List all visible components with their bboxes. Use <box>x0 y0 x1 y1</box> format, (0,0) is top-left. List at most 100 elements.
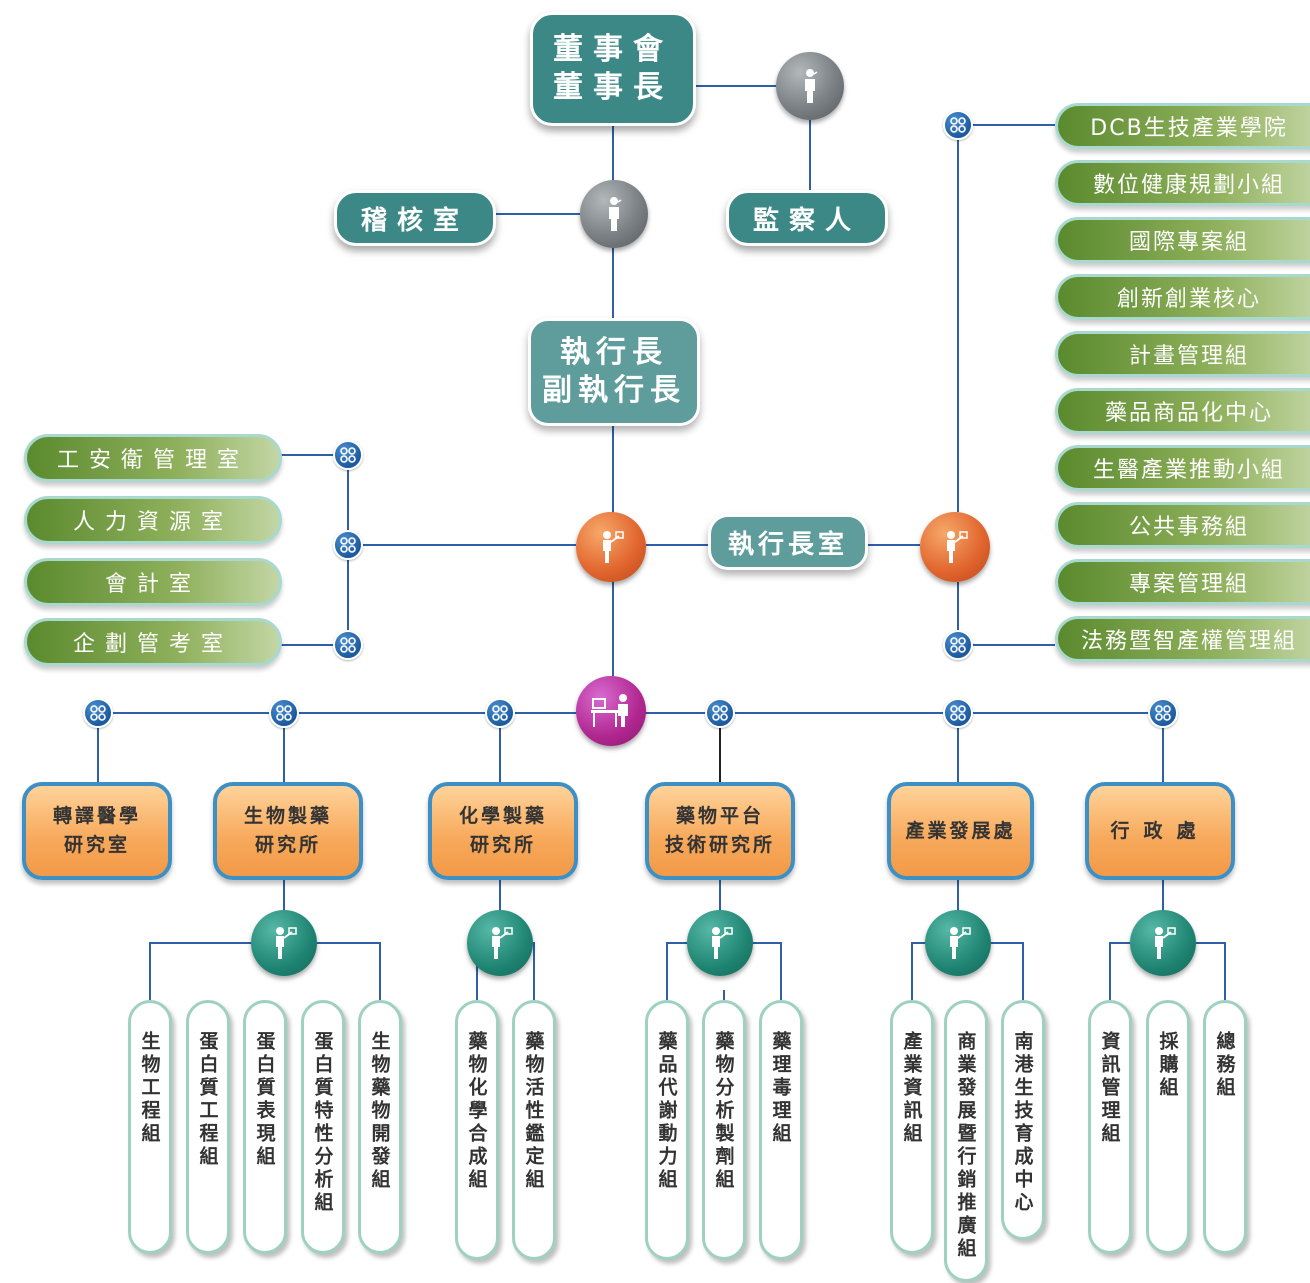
department-label: 研究所 <box>254 834 321 856</box>
department-box: 藥物平台技術研究所 <box>645 782 795 880</box>
group-label: 商業發展暨行銷推廣組 <box>954 1031 977 1261</box>
presenter-icon <box>950 927 971 959</box>
left-unit-box: 工安衛管理室 <box>24 434 282 482</box>
department-label: 化學製藥 <box>458 805 547 827</box>
presenter-icon <box>947 531 968 563</box>
group-label: 蛋白質表現組 <box>253 1031 276 1169</box>
right-unit-label: 生醫產業推動小組 <box>1092 458 1285 483</box>
group-lead-person-icon <box>687 910 753 976</box>
right-unit-box: 藥品商品化中心 <box>1055 388 1310 434</box>
group-label: 資訊管理組 <box>1098 1031 1121 1146</box>
group-label: 生物工程組 <box>138 1031 161 1146</box>
right-unit-label: 數位健康規劃小組 <box>1092 173 1285 198</box>
office-presenter-icon <box>920 512 990 582</box>
connector-line <box>317 942 381 1000</box>
right-unit-label: 公共事務組 <box>1128 515 1249 540</box>
group-label: 採購組 <box>1156 1031 1179 1100</box>
department-label: 研究室 <box>63 834 130 856</box>
group-pill: 蛋白質工程組 <box>186 1000 230 1254</box>
right-unit-label: 計畫管理組 <box>1128 344 1249 369</box>
group-lead-person-icon <box>251 910 317 976</box>
presenter-icon <box>712 927 733 959</box>
board-box: 董事會董事長 <box>530 12 696 126</box>
department-label: 技術研究所 <box>664 834 775 856</box>
group-pill: 藥品代謝動力組 <box>645 1000 689 1260</box>
group-pill: 資訊管理組 <box>1088 1000 1132 1254</box>
left-unit-label: 人力資源室 <box>72 510 233 535</box>
admin-presenter-icon <box>576 512 646 582</box>
connector-line <box>666 942 687 1000</box>
group-pill: 總務組 <box>1203 1000 1247 1254</box>
connector-line <box>753 942 782 1000</box>
group-pill: 藥理毒理組 <box>759 1000 803 1260</box>
group-pill: 採購組 <box>1146 1000 1190 1254</box>
group-pill: 藥物活性鑑定組 <box>512 1000 556 1260</box>
right-unit-label: 創新創業核心 <box>1116 287 1261 312</box>
department-label: 產業發展處 <box>905 819 1016 842</box>
person-icon <box>609 197 622 231</box>
left-unit-box: 企劃管考室 <box>24 618 282 666</box>
department-box: 化學製藥研究所 <box>428 782 578 880</box>
right-unit-box: DCB生技產業學院 <box>1055 103 1310 149</box>
person-icon <box>805 69 818 103</box>
left-unit-label: 企劃管考室 <box>72 632 233 657</box>
department-box: 生物製藥研究所 <box>213 782 363 880</box>
right-unit-box: 專案管理組 <box>1055 559 1310 605</box>
department-label: 藥物平台 <box>675 805 764 827</box>
group-pill: 商業發展暨行銷推廣組 <box>944 1000 988 1282</box>
group-pill: 蛋白質特性分析組 <box>301 1000 345 1254</box>
left-unit-label: 會計室 <box>104 572 201 597</box>
supervisor-box: 監察人 <box>726 190 888 246</box>
group-lead-person-icon <box>1130 910 1196 976</box>
desk-worker-icon <box>576 676 646 746</box>
group-pill: 南港生技育成中心 <box>1001 1000 1045 1240</box>
left-unit-box: 會計室 <box>24 558 282 606</box>
presenter-icon <box>276 927 297 959</box>
unit-node-icon <box>269 698 299 728</box>
group-lead-person-icon <box>467 910 533 976</box>
department-label: 轉譯醫學 <box>52 805 141 827</box>
department-box: 產業發展處 <box>887 782 1034 880</box>
unit-node-icon <box>333 530 363 560</box>
department-box: 轉譯醫學研究室 <box>22 782 172 880</box>
group-label: 藥物活性鑑定組 <box>522 1031 545 1192</box>
unit-node-icon <box>1148 698 1178 728</box>
unit-node-icon <box>943 698 973 728</box>
group-lead-person-icon <box>925 910 991 976</box>
unit-node-icon <box>943 630 973 660</box>
right-unit-box: 公共事務組 <box>1055 502 1310 548</box>
department-label: 研究所 <box>469 834 536 856</box>
right-unit-box: 創新創業核心 <box>1055 274 1310 320</box>
group-pill: 生物藥物開發組 <box>358 1000 402 1254</box>
desk-icon <box>591 694 628 727</box>
right-unit-box: 國際專案組 <box>1055 217 1310 263</box>
connector-line <box>991 942 1024 1000</box>
presenter-icon <box>1155 927 1176 959</box>
presenter-icon <box>492 927 513 959</box>
unit-node-icon <box>83 698 113 728</box>
auditor-person-icon <box>580 180 648 248</box>
unit-node-icon <box>333 440 363 470</box>
unit-node-icon <box>705 698 735 728</box>
group-label: 總務組 <box>1213 1031 1236 1100</box>
connector-line <box>911 942 925 1000</box>
group-label: 藥物分析製劑組 <box>712 1031 735 1192</box>
unit-node-icon <box>333 630 363 660</box>
ceo-office-box: 執行長室 <box>708 514 868 570</box>
group-pill: 藥物分析製劑組 <box>702 1000 746 1260</box>
connector-line <box>533 942 535 1000</box>
presenter-icon <box>603 531 624 563</box>
department-label: 生物製藥 <box>243 805 332 827</box>
connector-line <box>1196 942 1226 1000</box>
right-unit-label: 藥品商品化中心 <box>1104 401 1273 426</box>
left-unit-label: 工安衛管理室 <box>56 448 249 473</box>
right-unit-box: 生醫產業推動小組 <box>1055 445 1310 491</box>
department-label: 行政處 <box>1110 819 1210 842</box>
right-unit-box: 計畫管理組 <box>1055 331 1310 377</box>
group-label: 蛋白質特性分析組 <box>311 1031 334 1215</box>
group-label: 南港生技育成中心 <box>1011 1031 1034 1215</box>
connector-line <box>149 942 251 1000</box>
right-unit-box: 數位健康規劃小組 <box>1055 160 1310 206</box>
group-pill: 藥物化學合成組 <box>455 1000 499 1260</box>
group-pill: 生物工程組 <box>128 1000 172 1254</box>
